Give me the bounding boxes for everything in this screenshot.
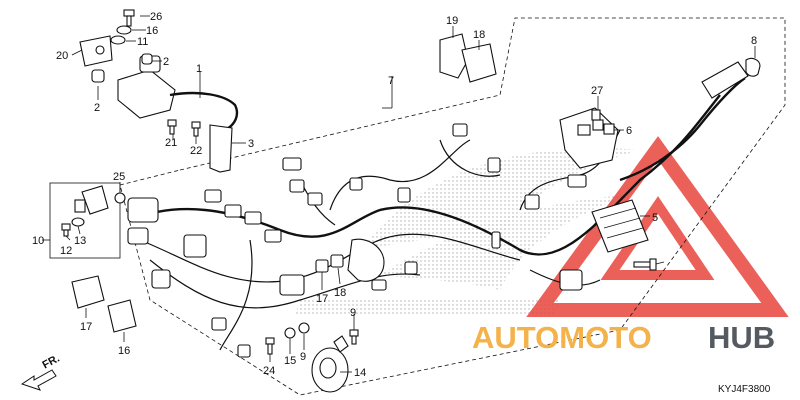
callout-11: 13 bbox=[74, 235, 86, 247]
ignition-module bbox=[347, 238, 385, 282]
callout-23: 25 bbox=[113, 171, 125, 183]
regulator-rectifier bbox=[591, 199, 649, 253]
callout-5: 6 bbox=[626, 125, 632, 137]
bolt-8 bbox=[349, 329, 359, 345]
callout-leaders bbox=[42, 15, 756, 373]
callout-15: 16 bbox=[118, 345, 130, 357]
callout-20: 20 bbox=[56, 50, 68, 62]
relay-16 bbox=[71, 275, 105, 309]
washer-11 bbox=[71, 217, 85, 227]
relay-15 bbox=[107, 299, 137, 333]
callout-1: 1 bbox=[196, 63, 202, 75]
callout-27: 27 bbox=[591, 85, 603, 97]
washer-12 bbox=[110, 35, 126, 45]
callout-8: 9 bbox=[350, 307, 356, 319]
callout-3: 3 bbox=[248, 138, 254, 150]
bolt-25 bbox=[123, 9, 135, 27]
coil-bracket bbox=[79, 35, 113, 67]
harness-connectors bbox=[127, 123, 587, 358]
collar-21 bbox=[116, 25, 132, 35]
callout-22a: 21 bbox=[165, 137, 177, 149]
nut-23 bbox=[114, 192, 126, 204]
front-direction-arrow: FR. bbox=[20, 353, 62, 391]
watermark-text: AUTOMOTO HUB bbox=[472, 320, 775, 355]
callout-10: 12 bbox=[60, 245, 72, 257]
callout-22b: 22 bbox=[190, 145, 202, 157]
relay-socket-17b bbox=[330, 254, 344, 268]
diagram-code: KYJ4F3800 bbox=[718, 384, 771, 395]
cover-19 bbox=[439, 33, 469, 79]
callout-8b: 9 bbox=[300, 351, 306, 363]
direction-label: FR. bbox=[40, 353, 61, 372]
bolt-10 bbox=[61, 223, 71, 237]
callout-17b: 18 bbox=[334, 287, 346, 299]
callout-14: 15 bbox=[284, 355, 296, 367]
ignition-coil bbox=[117, 55, 239, 132]
callout-4: 5 bbox=[652, 212, 658, 224]
fuse-5 bbox=[603, 123, 615, 135]
callout-2b: 2 bbox=[94, 102, 100, 114]
callout-9: 10 bbox=[32, 235, 44, 247]
callout-19: 19 bbox=[446, 15, 458, 27]
washer-14 bbox=[284, 327, 296, 339]
fuse-27 bbox=[591, 109, 601, 121]
callout-16: 17 bbox=[80, 321, 92, 333]
watermark-part2: HUB bbox=[708, 320, 775, 355]
rubber-mount-2b bbox=[141, 53, 153, 65]
bolt-24 bbox=[265, 337, 275, 355]
callout-13: 14 bbox=[354, 367, 366, 379]
watermark-part1: AUTOMOTO bbox=[472, 320, 652, 355]
callout-labels: 26 16 11 20 2 2 1 3 21 22 19 18 7 8 27 6… bbox=[32, 11, 757, 379]
callout-18: 18 bbox=[473, 29, 485, 41]
starter-relay bbox=[74, 185, 109, 215]
spark-plug-cap bbox=[209, 124, 233, 173]
rubber-mount-2a bbox=[91, 69, 105, 83]
relay-socket-17a bbox=[315, 259, 329, 273]
callout-2a: 2 bbox=[163, 56, 169, 68]
cable-end-cap bbox=[701, 57, 761, 99]
callout-17a: 17 bbox=[316, 293, 328, 305]
relay-18 bbox=[461, 43, 497, 83]
bolt-22b bbox=[191, 121, 201, 137]
callout-24: 24 bbox=[263, 365, 275, 377]
collar-8 bbox=[298, 322, 310, 334]
callout-12: 11 bbox=[137, 36, 148, 48]
bolt-26 bbox=[633, 258, 657, 271]
callout-7: 8 bbox=[751, 35, 757, 47]
horn bbox=[311, 335, 349, 393]
callout-25: 26 bbox=[150, 11, 162, 23]
group-9-box bbox=[49, 182, 121, 259]
callout-6: 7 bbox=[388, 75, 394, 87]
fuse-box bbox=[559, 107, 619, 169]
callout-21: 16 bbox=[146, 25, 158, 37]
bolt-22a bbox=[167, 119, 177, 135]
